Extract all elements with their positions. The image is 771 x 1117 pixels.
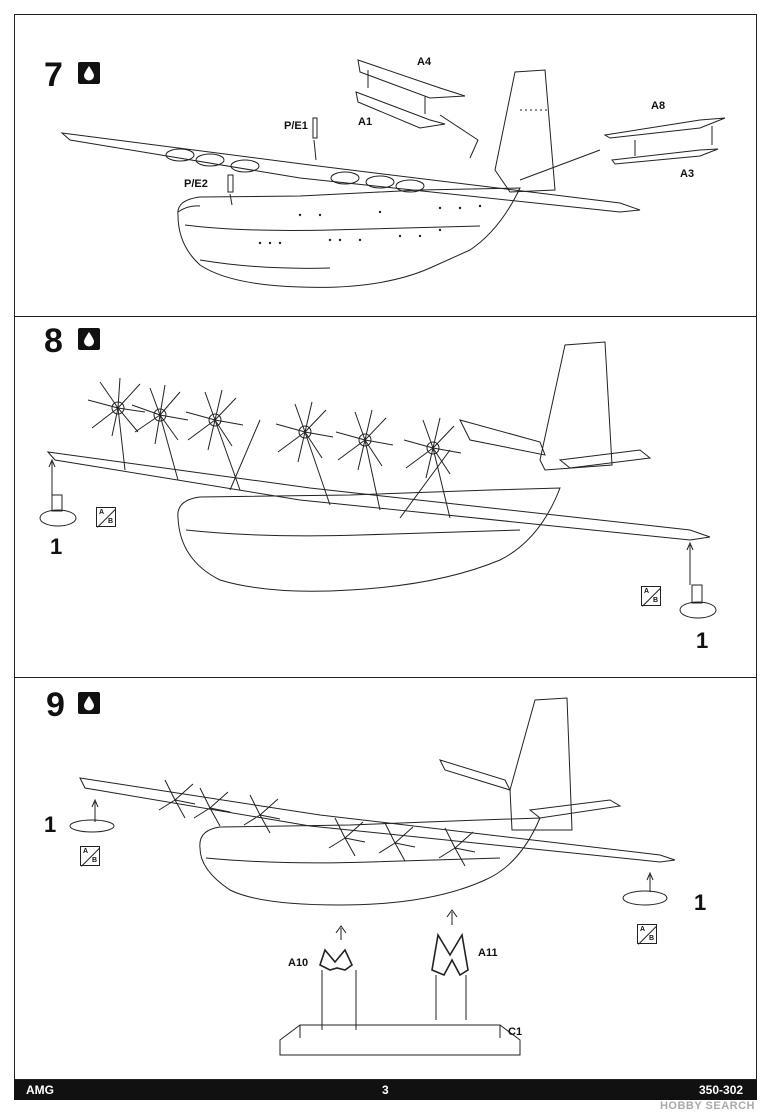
page-number: 3 (382, 1083, 389, 1097)
part-label-a11: A11 (478, 947, 498, 959)
part-label-float: 1 (696, 628, 709, 653)
part-label-a8: A8 (651, 100, 666, 112)
step-number: 9 (46, 686, 65, 724)
part-label-float: 1 (44, 812, 57, 837)
step-divider (14, 677, 757, 678)
step-number: 7 (44, 56, 63, 94)
part-label-float: 1 (694, 890, 707, 915)
part-label-c1: C1 (508, 1026, 523, 1038)
watermark: HOBBY SEARCH (659, 1100, 755, 1112)
step7-illustration (60, 59, 726, 288)
page-footer: AMG 3 350-302 (14, 1080, 757, 1100)
part-label-pe2: P/E2 (184, 178, 208, 190)
glue-drop-icon (78, 692, 100, 714)
part-label-float: 1 (50, 534, 63, 559)
glue-drop-icon (78, 62, 100, 84)
step8-illustration (39, 341, 717, 619)
step9-illustration (69, 697, 676, 1056)
part-label-a4: A4 (417, 56, 432, 68)
product-code: 350-302 (699, 1083, 744, 1097)
brand-name: AMG (26, 1083, 54, 1097)
part-label-a3: A3 (680, 168, 695, 180)
step-number: 8 (44, 322, 63, 360)
page-frame (14, 14, 757, 1080)
part-label-pe1: P/E1 (284, 120, 308, 132)
part-label-a1: A1 (358, 116, 373, 128)
glue-drop-icon (78, 328, 100, 350)
part-label-a10: A10 (288, 957, 309, 969)
step-divider (14, 316, 757, 317)
